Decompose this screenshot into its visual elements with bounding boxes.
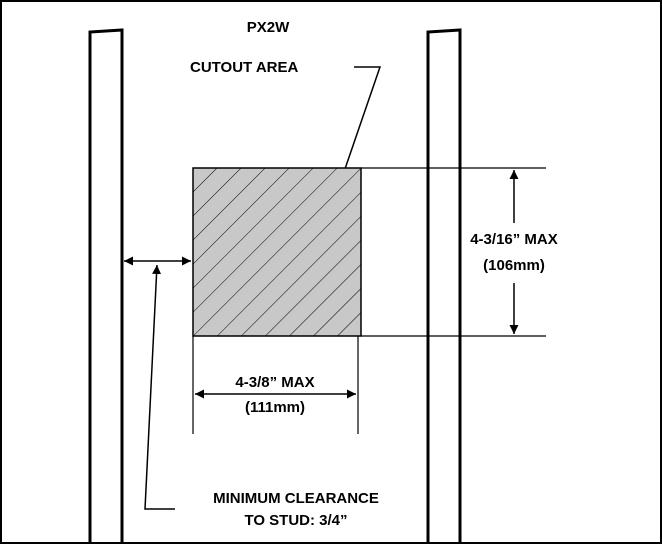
width-dimension-imperial: 4-3/8” MAX [235, 374, 314, 391]
model-label: PX2W [247, 19, 290, 36]
cutout-leader-line [333, 66, 382, 199]
clearance-note-line2: TO STUD: 3/4” [244, 512, 347, 529]
cutout-area [192, 167, 362, 337]
right-stud [426, 28, 462, 544]
left-stud [88, 28, 124, 544]
height-dimension-metric: (106mm) [483, 257, 545, 274]
height-dimension-imperial: 4-3/16” MAX [470, 231, 558, 248]
clearance-note-line1: MINIMUM CLEARANCE [213, 490, 379, 507]
cutout-area-label: CUTOUT AREA [190, 59, 299, 76]
clearance-leader-line [144, 264, 175, 510]
width-dimension-metric: (111mm) [245, 399, 305, 416]
